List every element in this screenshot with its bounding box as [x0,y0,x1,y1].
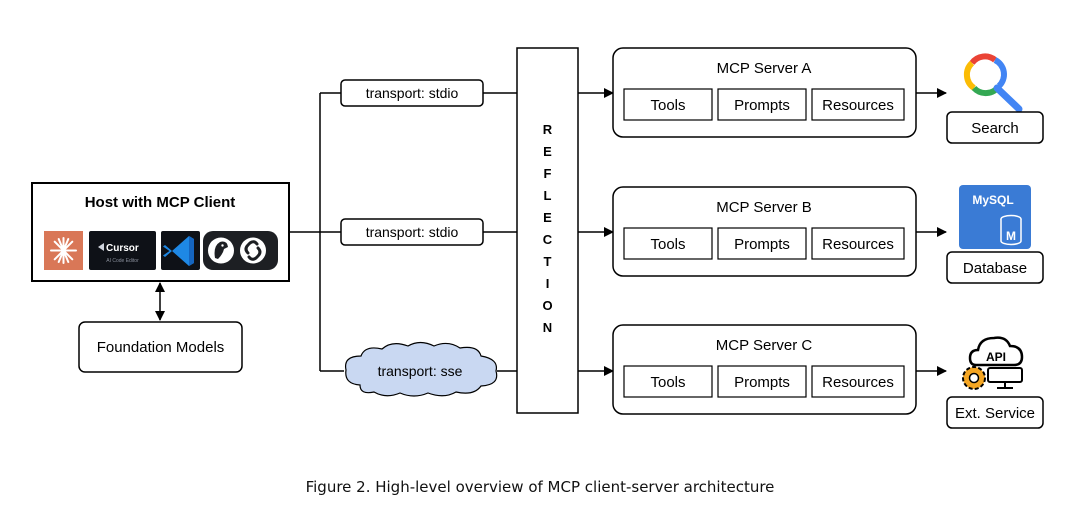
figure-caption: Figure 2. High-level overview of MCP cli… [305,478,775,496]
link-parrot-logo-icon [203,231,278,270]
cursor-logo-label: Cursor [106,243,139,254]
database-label: Database [963,260,1027,277]
host-box: Host with MCP Client Cursor AI Code Edit… [31,182,290,282]
server-b-tools-label: Tools [650,236,685,253]
mysql-icon-text: MySQL [972,193,1013,207]
server-a-resources-label: Resources [822,97,894,114]
mcp-server-c: MCP Server C Tools Prompts Resources [612,324,917,415]
server-c-resources [811,365,905,398]
foundation-models-box: Foundation Models [78,321,243,373]
search-icon [963,53,1023,113]
server-b-title: MCP Server B [716,199,812,216]
mysql-database-icon: MySQL M [959,185,1031,249]
server-c-tools [623,365,713,398]
server-b-prompts [717,227,807,260]
service-target: API Ext. Service [946,336,1044,429]
connectors [155,88,947,376]
server-c-title: MCP Server C [716,337,813,354]
api-icon-text: API [986,350,1006,364]
transport-1-label: transport: stdio [366,85,459,101]
claude-logo-icon [44,231,83,270]
server-c-tools-label: Tools [650,374,685,391]
ext-service-label: Ext. Service [955,405,1035,422]
cursor-logo-icon: Cursor AI Code Editor [89,231,156,270]
transport-2-label: transport: stdio [366,224,459,240]
server-a-title: MCP Server A [717,60,812,77]
server-a-prompts-label: Prompts [734,97,790,114]
server-b-prompts-label: Prompts [734,236,790,253]
mcp-server-b: MCP Server B Tools Prompts Resources [612,186,917,277]
server-a-tools [623,88,713,121]
server-a-prompts [717,88,807,121]
transport-stdio-box-1: transport: stdio [340,79,484,107]
host-title: Host with MCP Client [85,194,236,211]
mysql-icon-subtext: M [1006,229,1016,243]
server-a-tools-label: Tools [650,97,685,114]
server-b-tools [623,227,713,260]
server-c-prompts-label: Prompts [734,374,790,391]
transport-sse-cloud: transport: sse [344,341,498,397]
database-target: MySQL M Database [946,185,1044,284]
cursor-logo-sublabel: AI Code Editor [106,258,139,264]
server-b-resources [811,227,905,260]
search-target: Search [946,53,1044,144]
api-service-icon: API [962,336,1024,390]
search-label: Search [971,120,1019,137]
server-b-resources-label: Resources [822,236,894,253]
mcp-server-a: MCP Server A Tools Prompts Resources [612,47,917,138]
server-c-resources-label: Resources [822,374,894,391]
transport-3-label: transport: sse [378,363,463,379]
server-a-resources [811,88,905,121]
transport-stdio-box-2: transport: stdio [340,218,484,246]
vscode-logo-icon [161,231,200,270]
server-c-prompts [717,365,807,398]
foundation-models-label: Foundation Models [97,339,225,356]
